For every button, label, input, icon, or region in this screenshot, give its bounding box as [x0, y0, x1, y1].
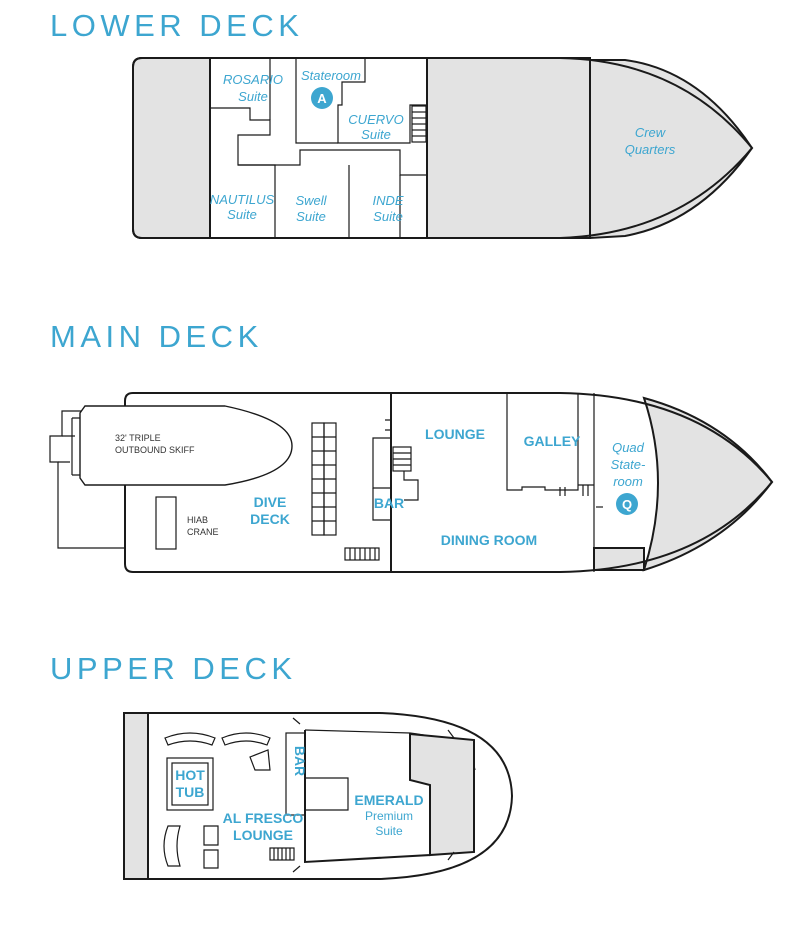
- cuervo-name: CUERVO: [348, 112, 403, 127]
- stateroom-name: Stateroom: [301, 68, 361, 83]
- crane-line-2: CRANE: [187, 527, 219, 537]
- skiff[interactable]: [79, 405, 293, 486]
- dive-deck-line-2: DECK: [250, 511, 290, 527]
- skiff-line-1: 32' TRIPLE: [115, 433, 161, 443]
- upper-deck-title: UPPER DECK: [50, 651, 297, 686]
- corridor-wall: [238, 149, 427, 176]
- cuervo-type: Suite: [361, 127, 391, 142]
- main-stairs: [344, 547, 380, 561]
- al-fresco-line-2: LOUNGE: [233, 827, 293, 843]
- emerald-closet: [305, 777, 349, 811]
- emerald-bath: [409, 732, 475, 857]
- rosario-type: Suite: [238, 89, 268, 104]
- inde-name: INDE: [372, 193, 403, 208]
- upper-stairs: [269, 847, 295, 861]
- dive-deck-line-1: DIVE: [254, 494, 287, 510]
- lounger-2: [221, 732, 271, 746]
- quad-badge-text: Q: [622, 497, 632, 512]
- chair-1: [249, 749, 271, 771]
- swell-type: Suite: [296, 209, 326, 224]
- quad-line-2: State-: [611, 457, 646, 472]
- stateroom-wall: [295, 58, 338, 144]
- main-deck-plan: 32' TRIPLE OUTBOUND SKIFF HIAB CRANE: [49, 392, 774, 573]
- lower-hull: [132, 57, 754, 239]
- galley-wall: [506, 393, 579, 491]
- upper-bar-counter: [285, 732, 306, 816]
- dining-room-label: DINING ROOM: [441, 532, 537, 548]
- main-hull: [124, 392, 774, 573]
- chair-2: [203, 825, 219, 846]
- emerald-line-2: Premium: [365, 809, 413, 823]
- galley-label: GALLEY: [524, 433, 581, 449]
- rosario-name: ROSARIO: [223, 72, 283, 87]
- crew-name: Crew: [635, 125, 667, 140]
- stateroom-inner-wall: [337, 58, 427, 144]
- main-bar-label: BAR: [374, 495, 404, 511]
- stateroom-badge-text: A: [317, 91, 327, 106]
- nautilus-type: Suite: [227, 207, 257, 222]
- hot-tub[interactable]: [166, 757, 214, 811]
- upper-bar-label: BAR: [292, 746, 308, 776]
- lower-stern-area: [132, 57, 211, 239]
- quad-line-3: room: [613, 474, 643, 489]
- upper-deck-plan: BAR HOT TUB AL FRESCO LOUNGE EMERALD Pre…: [123, 712, 514, 880]
- crew-type: Quarters: [625, 142, 676, 157]
- main-deck-title: MAIN DECK: [50, 319, 263, 354]
- chair-3: [203, 849, 219, 869]
- lounge-label: LOUNGE: [425, 426, 485, 442]
- dive-tank-rack: [311, 422, 337, 536]
- lower-engine-room: [426, 57, 591, 239]
- al-fresco-line-1: AL FRESCO: [223, 810, 304, 826]
- lounger-1: [164, 732, 216, 746]
- upper-hull: [123, 712, 514, 880]
- hiab-crane: [155, 496, 177, 550]
- lounge-stairs: [392, 446, 419, 501]
- lower-stairs: [411, 105, 427, 143]
- hot-tub-line-1: HOT: [175, 767, 205, 783]
- emerald-line-3: Suite: [375, 824, 403, 838]
- quad-line-1: Quad: [612, 440, 645, 455]
- sofa: [163, 825, 181, 867]
- swim-platform: [49, 410, 125, 549]
- nautilus-name: NAUTILUS: [210, 192, 275, 207]
- inde-type: Suite: [373, 209, 403, 224]
- stateroom-badge: [311, 87, 333, 109]
- crane-line-1: HIAB: [187, 515, 208, 525]
- hot-tub-line-2: TUB: [176, 784, 205, 800]
- emerald-line-1: EMERALD: [354, 792, 423, 808]
- quad-badge: [616, 493, 638, 515]
- upper-stern-area: [123, 712, 149, 880]
- lower-deck-plan: ROSARIO Suite Stateroom A CUERVO Suite N…: [132, 57, 754, 240]
- bar-counter: [372, 488, 391, 521]
- skiff-line-2: OUTBOUND SKIFF: [115, 445, 195, 455]
- swell-name: Swell: [295, 193, 327, 208]
- lower-deck-title: LOWER DECK: [50, 8, 303, 43]
- main-bow-area: [642, 396, 774, 572]
